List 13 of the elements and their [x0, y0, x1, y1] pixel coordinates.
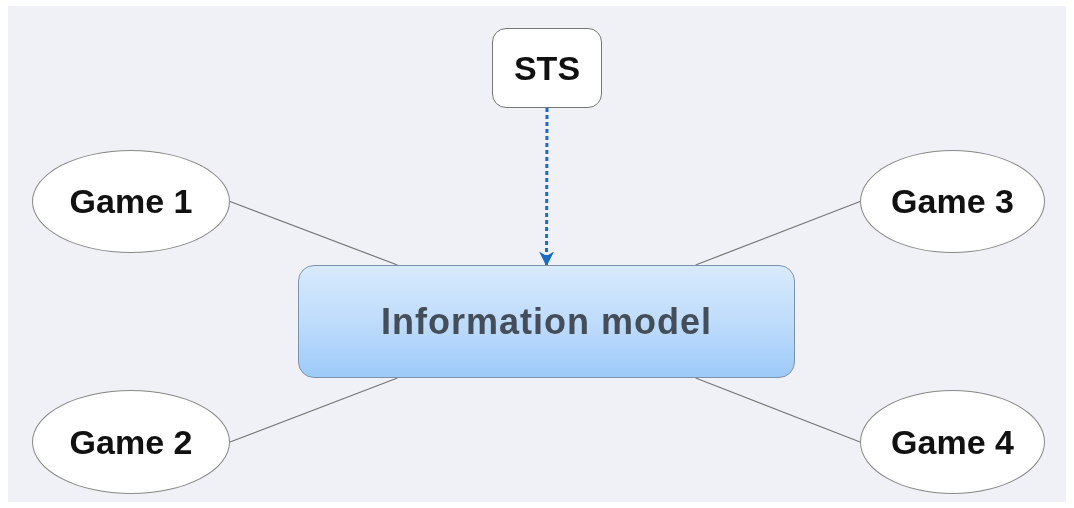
connector-line	[695, 200, 861, 266]
node-label: Information model	[381, 300, 712, 343]
topic-box	[492, 28, 602, 108]
node-label: Game 4	[891, 422, 1014, 462]
node-label: Game 2	[69, 422, 193, 462]
node-label: STS	[513, 48, 581, 88]
node-label: Game 1	[69, 182, 193, 221]
arrow	[539, 108, 555, 267]
node-label: Game 3	[891, 182, 1014, 221]
connector-line	[695, 377, 861, 443]
central-topic-box	[298, 265, 795, 378]
connector-line	[229, 200, 398, 266]
connector-line	[229, 377, 398, 443]
